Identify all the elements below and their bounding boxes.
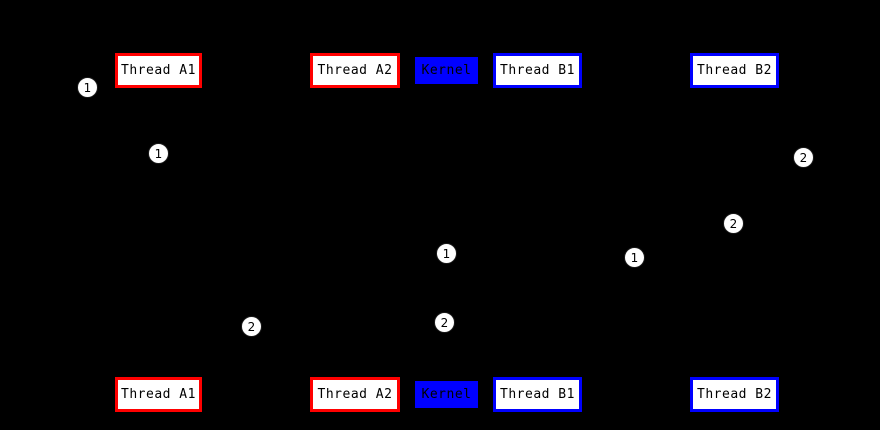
participant-box-thread-b1-top[interactable]: Thread B1 — [493, 53, 582, 88]
step-marker-number: 2 — [247, 319, 256, 334]
step-marker-2: 2 — [434, 312, 455, 333]
participant-box-thread-b2-top[interactable]: Thread B2 — [690, 53, 779, 88]
participant-label: Thread A1 — [121, 387, 196, 402]
lifeline-thread-a1 — [158, 88, 159, 377]
lifeline-kernel — [446, 84, 447, 381]
message-arrow — [446, 257, 734, 258]
participant-label: Kernel — [421, 63, 472, 78]
step-marker-number: 1 — [154, 146, 163, 161]
participant-box-kernel-top[interactable]: Kernel — [415, 57, 478, 84]
participant-box-thread-a1-top[interactable]: Thread A1 — [115, 53, 202, 88]
step-marker-1: 1 — [77, 77, 98, 98]
participant-box-thread-a2-bottom[interactable]: Thread A2 — [310, 377, 400, 412]
participant-label: Thread B1 — [500, 387, 575, 402]
participant-label: Thread B2 — [697, 387, 772, 402]
step-marker-1: 1 — [624, 247, 645, 268]
participant-label: Thread A1 — [121, 63, 196, 78]
participant-box-kernel-bottom[interactable]: Kernel — [415, 381, 478, 408]
participant-label: Thread A2 — [317, 63, 393, 78]
step-marker-2: 2 — [793, 147, 814, 168]
step-marker-2: 2 — [241, 316, 262, 337]
step-marker-number: 2 — [440, 315, 449, 330]
participant-label: Kernel — [421, 387, 472, 402]
step-marker-number: 2 — [799, 150, 808, 165]
participant-box-thread-b2-bottom[interactable]: Thread B2 — [690, 377, 779, 412]
participant-box-thread-a2-top[interactable]: Thread A2 — [310, 53, 400, 88]
participant-label: Thread A2 — [317, 387, 393, 402]
participant-label: Thread B1 — [500, 63, 575, 78]
message-arrow — [355, 322, 446, 323]
lifeline-thread-b1 — [537, 88, 538, 377]
step-marker-number: 1 — [630, 250, 639, 265]
step-marker-number: 1 — [83, 80, 92, 95]
participant-box-thread-b1-bottom[interactable]: Thread B1 — [493, 377, 582, 412]
step-marker-2: 2 — [723, 213, 744, 234]
step-marker-number: 1 — [442, 246, 451, 261]
participant-box-thread-a1-bottom[interactable]: Thread A1 — [115, 377, 202, 412]
message-arrow — [158, 253, 446, 254]
lifeline-thread-a2 — [355, 88, 356, 377]
step-marker-number: 2 — [729, 216, 738, 231]
participant-label: Thread B2 — [697, 63, 772, 78]
step-marker-1: 1 — [436, 243, 457, 264]
step-marker-1: 1 — [148, 143, 169, 164]
